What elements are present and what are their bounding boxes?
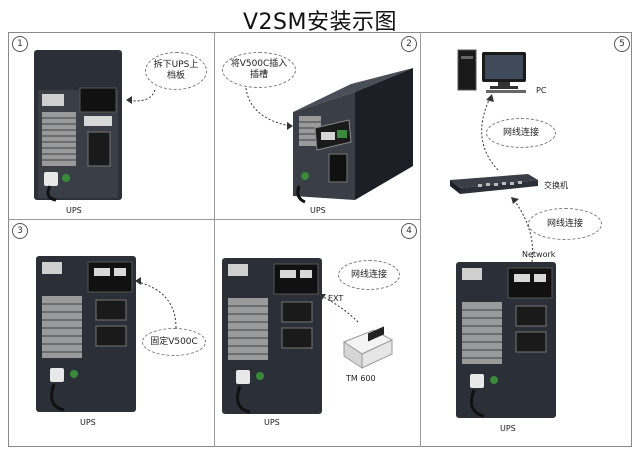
step-3-callout-text: 固定V500C bbox=[150, 336, 198, 347]
step-1-device-label: UPS bbox=[66, 206, 82, 215]
step-5-pc-label: PC bbox=[536, 86, 547, 95]
step-2-callout-line2: 插槽 bbox=[249, 70, 268, 80]
step-3-number: 3 bbox=[12, 223, 28, 239]
step-4-tm-label: TM 600 bbox=[346, 374, 376, 383]
step-2-device-label: UPS bbox=[310, 206, 326, 215]
divider-v2 bbox=[420, 32, 421, 447]
step-3-ups-device bbox=[34, 256, 138, 414]
step-5-ups-device bbox=[454, 262, 558, 420]
step-5-link-bottom: 网线连接 bbox=[528, 208, 602, 240]
step-1-ups-device bbox=[30, 50, 125, 202]
switch-device bbox=[448, 172, 540, 196]
step-5-switch-label: 交换机 bbox=[544, 181, 568, 190]
step-2-ups-device bbox=[285, 46, 415, 206]
step-4-number: 4 bbox=[401, 223, 417, 239]
step-5-link-bottom-text: 网线连接 bbox=[546, 218, 583, 229]
step-5-link-top-text: 网线连接 bbox=[502, 127, 539, 138]
step-1-number: 1 bbox=[12, 36, 28, 52]
step-1-callout-line2: 档板 bbox=[166, 71, 185, 81]
step-3-callout: 固定V500C bbox=[142, 328, 206, 356]
step-2-callout: 将V500C插入 插槽 bbox=[222, 52, 296, 88]
step-2-callout-line1: 将V500C插入 bbox=[230, 59, 288, 69]
step-1-callout-line1: 拆下UPS上 bbox=[153, 60, 199, 70]
step-1-callout: 拆下UPS上 档板 bbox=[145, 52, 207, 90]
step-5-device-label: UPS bbox=[500, 424, 516, 433]
step-4-ext-label: EXT bbox=[328, 294, 344, 303]
step-5-link-top: 网线连接 bbox=[486, 118, 556, 148]
tm600-device bbox=[340, 324, 396, 370]
step-3-device-label: UPS bbox=[80, 418, 96, 427]
diagram-title: V2SM安装示图 bbox=[243, 10, 397, 35]
step-4-callout-text: 网线连接 bbox=[350, 269, 387, 280]
step-5-network-label: Network bbox=[522, 250, 556, 259]
divider-v1 bbox=[214, 32, 215, 447]
pc-device bbox=[456, 48, 536, 94]
step-4-callout: 网线连接 bbox=[338, 260, 400, 290]
divider-h1 bbox=[8, 219, 420, 220]
step-4-device-label: UPS bbox=[264, 418, 280, 427]
diagram-frame bbox=[8, 32, 632, 447]
step-2-number: 2 bbox=[401, 36, 417, 52]
step-5-number: 5 bbox=[614, 36, 630, 52]
step-4-ups-device bbox=[220, 258, 324, 416]
